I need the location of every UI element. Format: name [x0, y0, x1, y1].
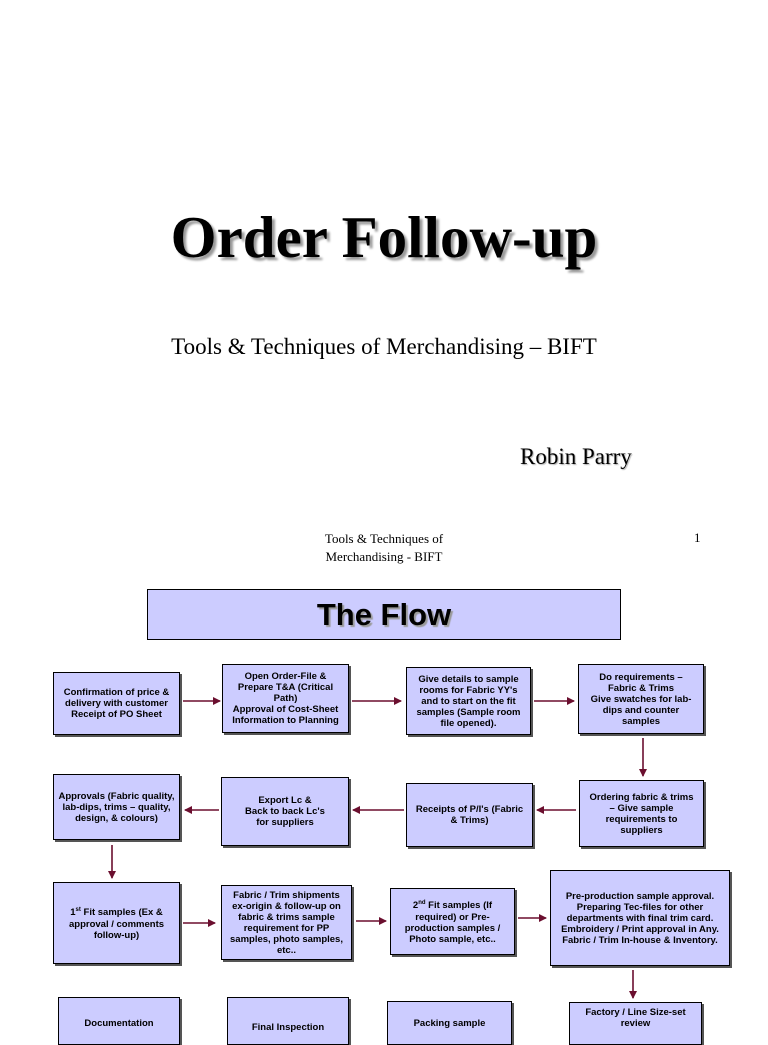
box-line: requirement for PP — [243, 922, 330, 934]
flow-box-packing-sample: Packing sample — [387, 1001, 512, 1045]
box-line: fabric & trims sample — [238, 911, 335, 923]
box-line: production samples / — [404, 922, 501, 934]
author-name: Robin Parry — [520, 444, 632, 469]
box-line: Factory / Line Size-set — [585, 1007, 686, 1018]
flow-box-price-confirmation: Confirmation of price &delivery with cus… — [53, 672, 180, 735]
flow-box-approvals: Approvals (Fabric quality,lab-dips, trim… — [53, 774, 180, 840]
box-line: – Give sample — [609, 802, 674, 814]
flow-box-receipts-pi: Receipts of P/I's (Fabric& Trims) — [406, 783, 533, 847]
box-line: samples (Sample room — [416, 706, 521, 718]
box-line: Prepare T&A (Critical — [237, 682, 334, 693]
box-line: Approvals (Fabric quality, — [58, 790, 175, 802]
box-line: & Trims) — [450, 815, 489, 826]
flow-title-banner: The Flow — [147, 589, 621, 640]
page-number: 1 — [694, 530, 701, 545]
box-line: for suppliers — [256, 817, 314, 828]
box-line: Fabric / Trim In-house & Inventory. — [562, 934, 718, 946]
box-line: Give swatches for lab- — [590, 693, 692, 705]
box-line: required) or Pre- — [415, 911, 490, 923]
flow-box-first-fit-samples: 1st Fit samples (Ex &approval / comments… — [53, 882, 180, 964]
box-line: design, & colours) — [75, 812, 158, 824]
box-line: Fabric / Trim shipments — [233, 889, 340, 901]
box-line: and to start on the fit — [421, 695, 516, 707]
box-line: Path) — [273, 693, 298, 704]
flow-arrows — [108, 697, 647, 999]
box-line: ex-origin & follow-up on — [232, 900, 341, 912]
flow-box-documentation: Documentation — [58, 997, 180, 1045]
box-line: 2nd Fit samples (If — [412, 900, 493, 912]
box-line: file opened). — [440, 717, 497, 729]
slide-title: Order Follow-up — [170, 204, 598, 270]
box-line: Do requirements – — [599, 671, 683, 683]
box-line: Preparing Tec-files for other — [576, 901, 704, 913]
box-line: Embroidery / Print approval in Any. — [561, 923, 719, 935]
box-line: Information to Planning — [232, 715, 339, 726]
box-line: Fabric & Trims — [608, 682, 674, 694]
footer-line: Tools & Techniques of — [324, 531, 444, 546]
slide-footer: Tools & Techniques of Merchandising - BI… — [284, 530, 484, 566]
box-line: lab-dips, trims – quality, — [62, 801, 171, 813]
box-line: Approval of Cost-Sheet — [232, 704, 339, 715]
box-line: Receipt of PO Sheet — [71, 709, 162, 720]
box-line: requirements to — [605, 813, 678, 825]
box-line: follow-up) — [93, 929, 140, 941]
box-line: approval / comments — [68, 918, 165, 930]
box-line: rooms for Fabric YY's — [419, 684, 518, 696]
box-line: Receipts of P/I's (Fabric — [415, 804, 524, 815]
flow-box-final-inspection: Final Inspection — [227, 997, 349, 1045]
box-line: departments with final trim card. — [566, 912, 714, 924]
box-line: Open Order-File & — [244, 671, 327, 682]
box-line: dips and counter — [602, 704, 680, 716]
box-line: Give details to sample — [418, 673, 519, 685]
box-line: Back to back Lc's — [245, 806, 325, 817]
box-line: samples, photo samples, — [230, 933, 343, 945]
footer-line: Merchandising - BIFT — [325, 549, 443, 564]
box-line: Ordering fabric & trims — [589, 791, 694, 803]
box-line: Photo sample, etc.. — [409, 933, 496, 945]
slide-subtitle: Tools & Techniques of Merchandising – BI… — [171, 334, 597, 359]
box-line: delivery with customer — [65, 698, 168, 709]
box-line: etc.. — [276, 944, 296, 956]
box-line: Confirmation of price & — [63, 687, 170, 698]
box-line: suppliers — [620, 824, 663, 836]
box-line: samples — [621, 715, 661, 727]
box-line: Pre-production sample approval. — [565, 890, 715, 902]
flow-title: The Flow — [316, 596, 452, 632]
box-line: Export Lc & — [258, 795, 312, 806]
box-line: 1st Fit samples (Ex & — [70, 907, 163, 919]
flow-box-pre-production-approval: Pre-production sample approval.Preparing… — [550, 870, 730, 966]
